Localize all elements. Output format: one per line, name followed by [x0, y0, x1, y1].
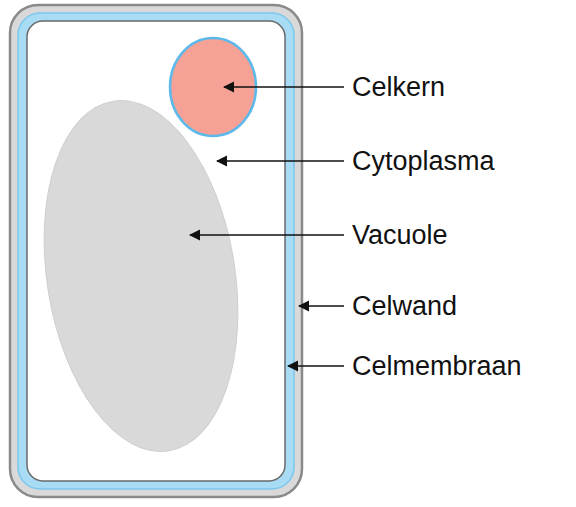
part-label: Celkern [352, 74, 445, 101]
leader-line [190, 234, 344, 236]
cell-membrane [18, 13, 294, 489]
leader-line [288, 365, 344, 367]
part-label: Celmembraan [352, 353, 522, 380]
vacuole [20, 86, 261, 465]
leader-line [299, 305, 344, 307]
part-label: Celwand [352, 293, 457, 320]
part-label: Vacuole [352, 222, 448, 249]
part-label: Cytoplasma [352, 148, 495, 175]
cell-wall [10, 5, 302, 497]
leader-line [224, 86, 344, 88]
leader-line [217, 160, 344, 162]
leader-lines [190, 87, 344, 366]
